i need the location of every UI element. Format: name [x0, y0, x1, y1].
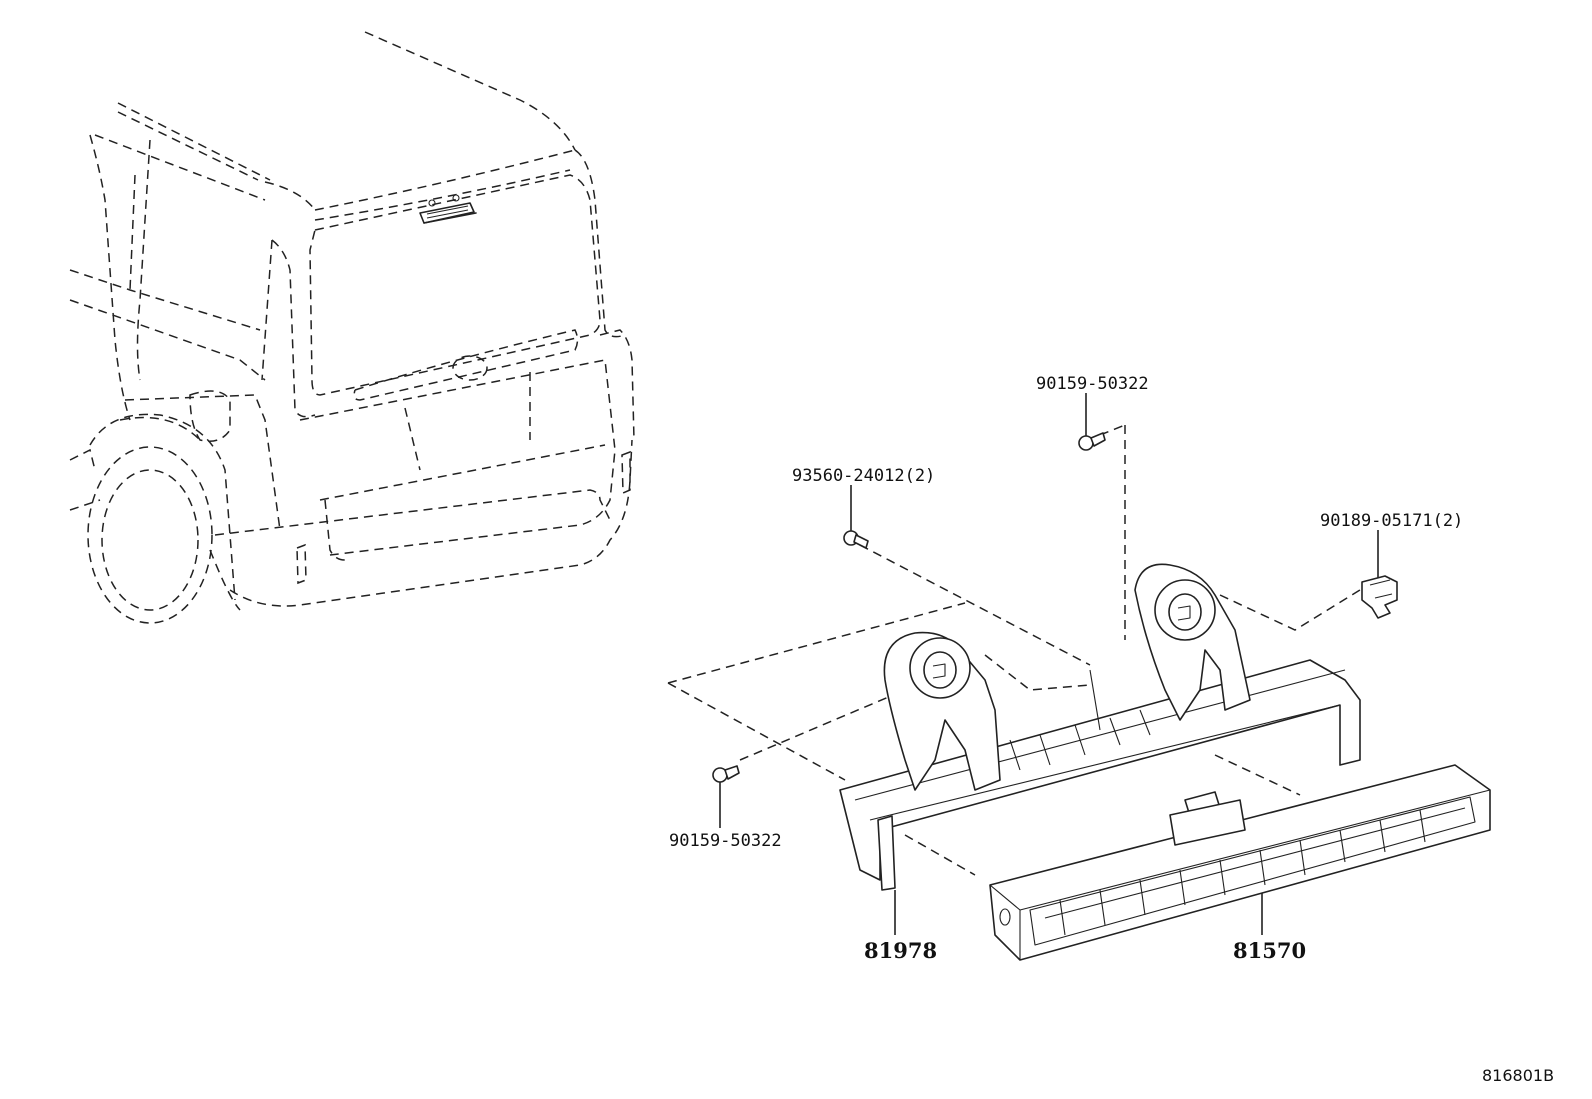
clip-icon [1361, 575, 1398, 619]
screw-top-icon [1078, 432, 1106, 451]
screw-bottom-icon [712, 765, 740, 783]
bracket-81978 [839, 563, 1361, 891]
stop-lamp-81570 [989, 764, 1491, 961]
exploded-parts [667, 393, 1491, 961]
callout-clip: 90189-05171(2) [1320, 511, 1463, 531]
callout-screw-bottom: 90159-50322 [669, 831, 782, 851]
callout-screw-left: 93560-24012(2) [792, 466, 935, 486]
callout-screw-top: 90159-50322 [1036, 374, 1149, 394]
car-stop-lamp-location [419, 194, 477, 224]
callout-lamp: 81570 [1233, 938, 1306, 963]
callout-bracket: 81978 [864, 938, 937, 963]
screw-left-icon [843, 530, 869, 549]
lamp-lens-pattern [1029, 796, 1476, 946]
vehicle-rear-illustration [69, 31, 635, 624]
diagram-reference-code: 816801B [1482, 1066, 1554, 1085]
